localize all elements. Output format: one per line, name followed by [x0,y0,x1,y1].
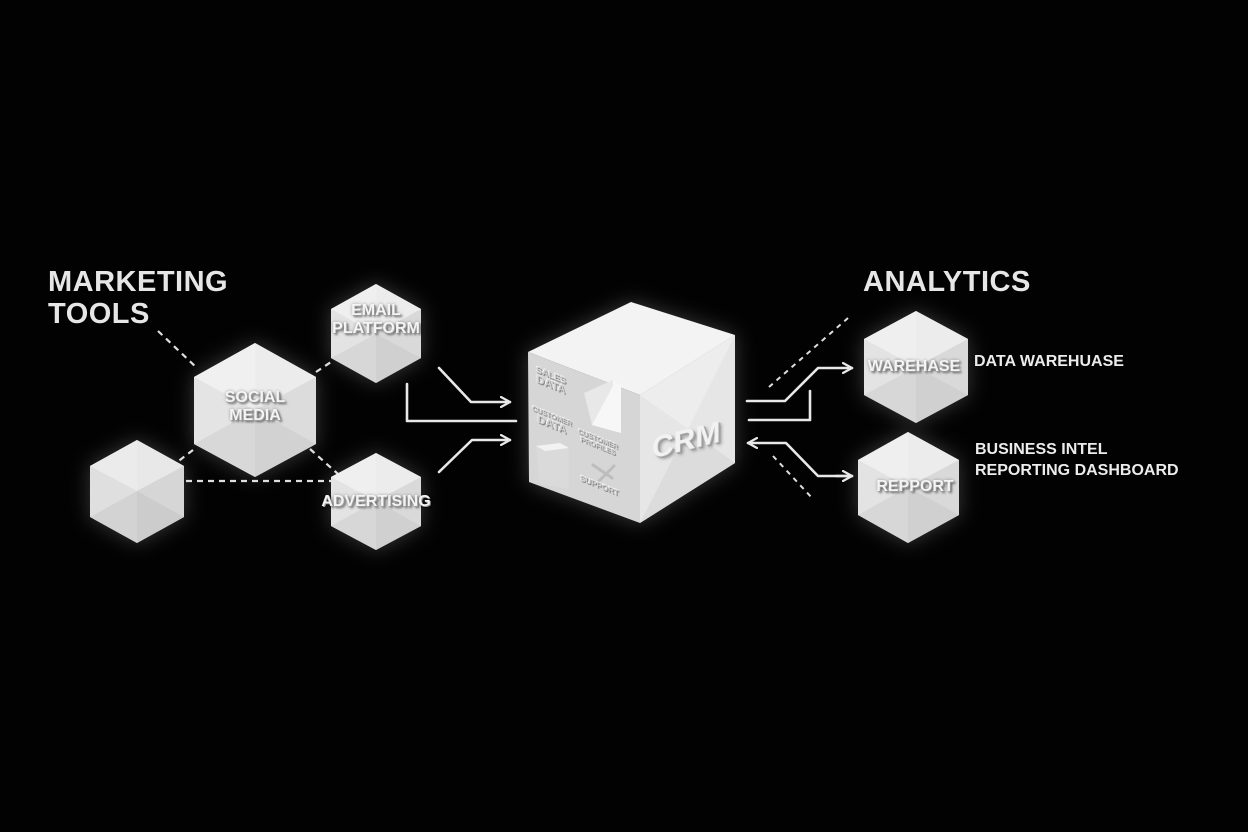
crm-face-block-lower [536,443,569,489]
social-to-email-connector [315,359,335,373]
analytics-dashed-connectors [768,317,849,500]
email-platform-label-line1: EMAIL [351,302,401,319]
advertising-label: ADVERTISING [321,493,431,510]
marketing-dashed-connectors [157,330,339,483]
marketing-to-crm-line [405,382,518,423]
social-media-label: SOCIAL MEDIA [195,389,315,426]
data-warehouse-side-label: DATA WAREHUASE [974,353,1124,370]
marketing-title-line2: TOOLS [48,297,150,330]
crm-to-analytics-line [747,389,812,422]
email-platform-hex[interactable] [331,284,421,383]
report-hex-label: REPPORT [876,478,954,495]
warehouse-hex-label: WAREHASE [867,358,961,375]
support-tool-icon [591,463,616,484]
business-intel-line1: BUSINESS INTEL [975,441,1108,458]
email-platform-label-line2: PLATFORM [332,320,420,338]
email-to-crm-arrow [437,366,512,402]
crm-to-warehouse-arrow [745,368,854,403]
crm-to-report-dashed [772,455,814,500]
inbound-arrows [405,366,518,474]
crm-cube-top-face [528,302,735,395]
email-platform-label: EMAIL PLATFORM [316,302,436,339]
title-to-social-connector [157,330,198,369]
reporting-dashboard-line2: REPORTING DASHBOARD [975,461,1179,479]
warehouse-hex[interactable] [864,311,968,423]
social-to-advertising-connector [309,448,339,475]
report-to-crm-arrow [746,443,854,478]
business-intel-side-label: BUSINESS INTEL REPORTING DASHBOARD [975,440,1179,482]
analytics-title: ANALYTICS [863,266,1031,298]
social-media-label-line2: MEDIA [229,407,281,425]
social-media-hex[interactable] [194,343,316,477]
marketing-tools-title: MARKETING TOOLS [48,266,229,331]
advertising-to-crm-arrow [437,440,512,474]
crm-cube[interactable] [528,302,735,523]
marketing-title-line1: MARKETING [48,266,229,298]
social-media-label-line1: SOCIAL [224,389,286,406]
outbound-arrows [745,368,854,478]
crm-to-analytics-dashed [768,317,849,388]
social-to-blank-connector [175,449,194,464]
advertising-hex[interactable] [331,453,421,550]
report-hex[interactable] [858,432,959,543]
blank-hex[interactable] [90,440,184,543]
